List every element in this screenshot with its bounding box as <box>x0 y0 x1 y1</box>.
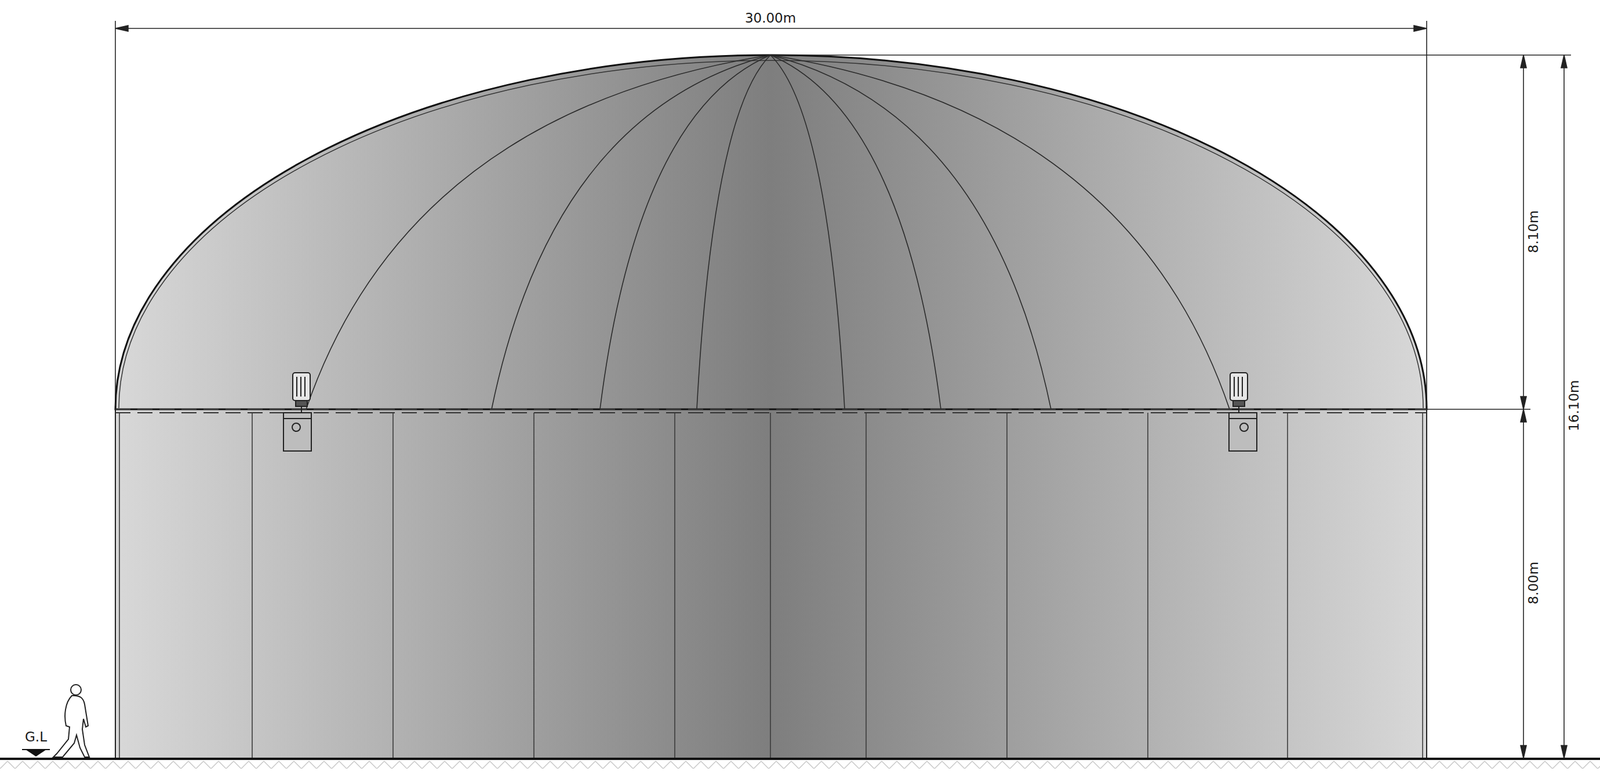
mixer-right <box>1228 372 1257 452</box>
ground-hatch <box>0 758 1600 771</box>
dimension-text: 16.10m <box>1566 378 1582 434</box>
level-label: G.L <box>23 729 49 745</box>
human-scale-figure <box>53 684 90 758</box>
dome-ribs <box>306 55 1230 410</box>
mixer-left <box>283 372 312 452</box>
level-marker <box>22 748 50 751</box>
ground-line <box>0 757 1600 760</box>
wall-panel-lines <box>119 412 1423 759</box>
ring-beam <box>115 408 1427 410</box>
dome-outer-layer <box>118 60 1424 409</box>
dome-membrane <box>115 55 1427 410</box>
tank-wall <box>115 409 1427 759</box>
dimension-text: 30.00m <box>743 11 798 26</box>
dimension-lines <box>115 20 1572 759</box>
level-marker <box>25 749 47 757</box>
dimension-text: 8.10m <box>1526 208 1541 256</box>
dimension-text: 8.00m <box>1526 560 1541 607</box>
